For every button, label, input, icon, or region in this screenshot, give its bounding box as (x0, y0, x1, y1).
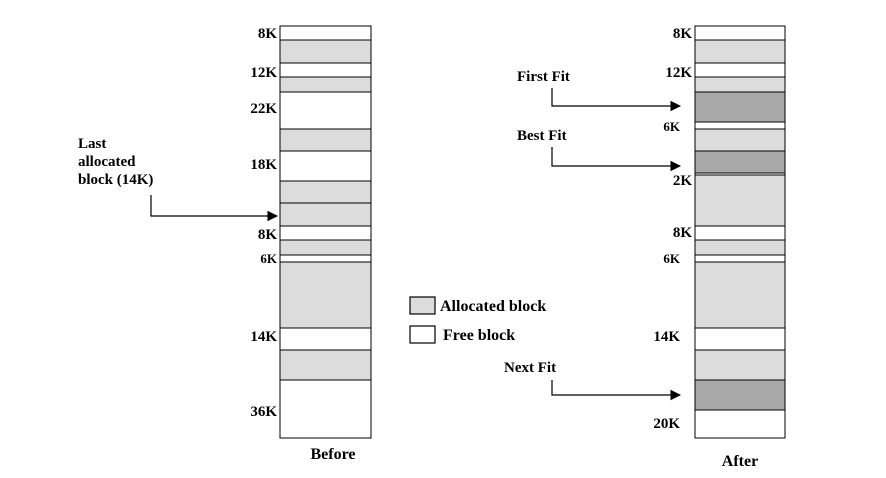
allocated-block (694, 239, 786, 256)
free-block (279, 25, 372, 41)
size-label: 20K (653, 416, 680, 432)
allocated-block (694, 76, 786, 93)
allocated-block (279, 128, 372, 152)
free-block (694, 121, 786, 130)
best-fit-label: Best Fit (517, 128, 567, 144)
newly-allocated-block (694, 150, 786, 174)
size-label: 8K (258, 227, 278, 243)
legend-free-label: Free block (443, 327, 515, 344)
free-block (279, 225, 372, 241)
first-fit-annotation: First Fit (517, 69, 682, 112)
legend-allocated-swatch (409, 296, 436, 315)
size-label: 6K (663, 119, 681, 134)
after-size-labels: 8K 12K 6K 2K 8K 6K 14K 20K (653, 26, 692, 432)
before-size-labels: 8K 12K 22K 18K 8K 6K 14K 36K (250, 26, 278, 420)
size-label: 12K (665, 65, 692, 81)
free-block (694, 254, 786, 263)
last-allocated-annotation: Last allocated block (14K) (78, 136, 279, 222)
size-label: 8K (673, 26, 693, 42)
size-label: 12K (250, 65, 277, 81)
allocated-block (694, 261, 786, 329)
next-fit-annotation: Next Fit (504, 360, 682, 401)
allocated-block (694, 128, 786, 152)
before-memory-column (279, 25, 372, 439)
free-block (279, 91, 372, 130)
allocated-block (279, 349, 372, 381)
allocated-block (694, 174, 786, 227)
legend-free-swatch (409, 325, 436, 344)
size-label: 18K (250, 157, 277, 173)
free-block (694, 409, 786, 439)
size-label: 2K (673, 173, 693, 189)
size-label: 6K (260, 251, 278, 266)
size-label: 36K (250, 404, 277, 420)
size-label: 22K (250, 101, 277, 117)
newly-allocated-block (694, 91, 786, 123)
allocated-block (279, 261, 372, 329)
free-block (694, 62, 786, 78)
annotation-line: allocated (78, 154, 136, 170)
newly-allocated-block (694, 379, 786, 411)
after-memory-column (694, 25, 786, 439)
size-label: 14K (250, 329, 277, 345)
free-block (694, 225, 786, 241)
free-block (279, 150, 372, 182)
first-fit-label: First Fit (517, 69, 570, 85)
best-fit-arrow (551, 147, 682, 172)
size-label: 8K (673, 225, 693, 241)
allocated-block (694, 39, 786, 64)
free-block (694, 25, 786, 41)
next-fit-arrow (551, 380, 682, 401)
legend: Allocated block Free block (409, 296, 546, 344)
legend-allocated-label: Allocated block (440, 298, 546, 315)
free-block (279, 327, 372, 351)
after-caption: After (722, 453, 758, 470)
first-fit-arrow (551, 88, 682, 112)
size-label: 8K (258, 26, 278, 42)
free-block (694, 327, 786, 351)
allocated-block (279, 76, 372, 93)
last-allocated-arrow (150, 195, 279, 222)
allocated-block (279, 39, 372, 64)
allocated-block (279, 202, 372, 227)
best-fit-annotation: Best Fit (517, 128, 682, 172)
allocated-block (279, 180, 372, 204)
size-label: 14K (653, 329, 680, 345)
next-fit-label: Next Fit (504, 360, 556, 376)
annotation-line: Last (78, 136, 106, 152)
before-caption: Before (310, 446, 355, 463)
annotation-line: block (14K) (78, 172, 153, 188)
free-block (279, 379, 372, 439)
allocated-block (694, 349, 786, 381)
free-block (279, 254, 372, 263)
allocated-block (279, 239, 372, 256)
free-block (279, 62, 372, 78)
size-label: 6K (663, 251, 681, 266)
